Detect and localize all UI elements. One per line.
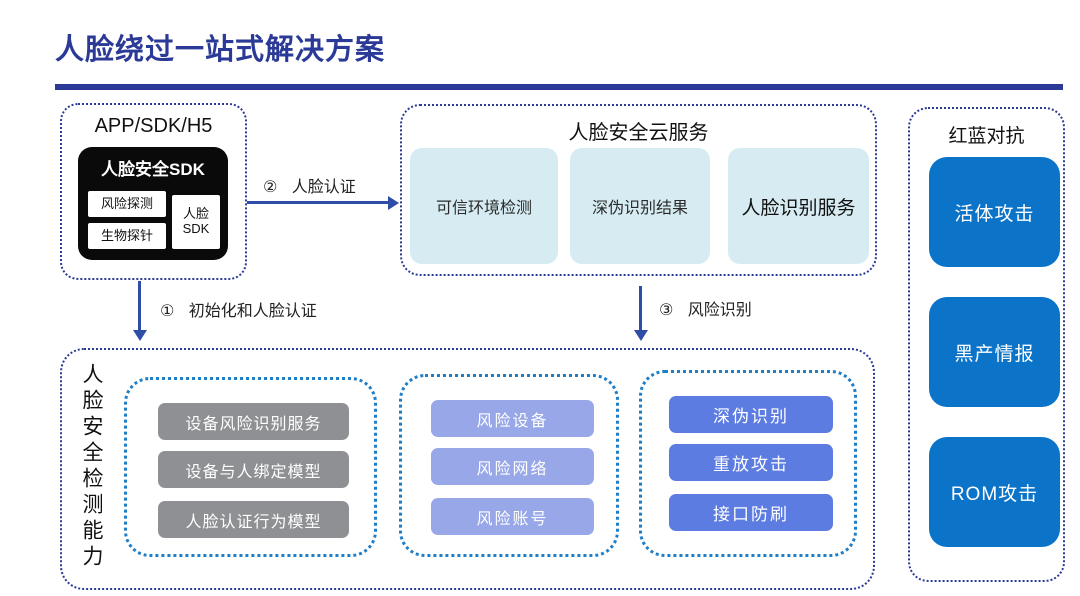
face-security-cloud-box: 人脸安全云服务 可信环境检测 深伪识别结果 人脸识别服务	[400, 104, 877, 276]
group-attack-detection: 深伪识别 重放攻击 接口防刷	[639, 370, 857, 557]
sdk-chip-face-sdk: 人脸SDK	[172, 195, 220, 249]
flow-label-risk-id: ③ 风险识别	[659, 302, 752, 319]
arrow-risk-head-icon	[634, 330, 648, 341]
flow-label-face-auth: ② 人脸认证	[263, 179, 356, 196]
arrow-face-auth-head-icon	[388, 196, 399, 210]
red-blue-box: 红蓝对抗 活体攻击 黑产情报 ROM攻击	[908, 107, 1065, 582]
chip-risk-network: 风险网络	[431, 448, 594, 485]
red-blue-title: 红蓝对抗	[948, 126, 1025, 147]
chip-device-risk-service: 设备风险识别服务	[158, 403, 349, 440]
cloud-item-trusted-env: 可信环境检测	[410, 148, 558, 264]
page-title: 人脸绕过一站式解决方案	[55, 34, 386, 66]
rb-item-blackmarket-intel: 黑产情报	[929, 297, 1060, 407]
rb-item-liveness-attack: 活体攻击	[929, 157, 1060, 267]
group-risk-entities: 风险设备 风险网络 风险账号	[399, 374, 619, 557]
chip-risk-account: 风险账号	[431, 498, 594, 535]
face-security-sdk-box: 人脸安全SDK 风险探测 生物探针 人脸SDK	[78, 147, 228, 260]
arrow-init-line	[138, 281, 141, 331]
app-box-title: APP/SDK/H5	[94, 115, 213, 137]
group-device-models: 设备风险识别服务 设备与人绑定模型 人脸认证行为模型	[124, 377, 377, 557]
flow-label-init-auth: ① 初始化和人脸认证	[160, 303, 317, 320]
chip-device-person-binding: 设备与人绑定模型	[158, 451, 349, 488]
cloud-item-face-recog-service: 人脸识别服务	[728, 148, 869, 264]
detection-side-label: 人脸安全检测能力	[80, 363, 103, 571]
arrow-init-head-icon	[133, 330, 147, 341]
chip-api-antibrush: 接口防刷	[669, 494, 833, 531]
sdk-chip-risk-probe: 风险探测	[88, 191, 166, 217]
face-security-detection-box: 人脸安全检测能力 设备风险识别服务 设备与人绑定模型 人脸认证行为模型 风险设备…	[60, 348, 875, 590]
arrow-face-auth-line	[247, 201, 389, 204]
sdk-box-title: 人脸安全SDK	[101, 160, 205, 179]
chip-risk-device: 风险设备	[431, 400, 594, 437]
sdk-chip-bio-probe: 生物探针	[88, 223, 166, 249]
rb-item-rom-attack: ROM攻击	[929, 437, 1060, 547]
chip-face-auth-behavior: 人脸认证行为模型	[158, 501, 349, 538]
title-divider	[55, 84, 1063, 90]
chip-deepfake-detection: 深伪识别	[669, 396, 833, 433]
cloud-item-deepfake-result: 深伪识别结果	[570, 148, 710, 264]
chip-replay-attack: 重放攻击	[669, 444, 833, 481]
arrow-risk-line	[639, 286, 642, 331]
app-sdk-h5-box: APP/SDK/H5 人脸安全SDK 风险探测 生物探针 人脸SDK	[60, 103, 247, 280]
cloud-box-title: 人脸安全云服务	[568, 122, 709, 144]
